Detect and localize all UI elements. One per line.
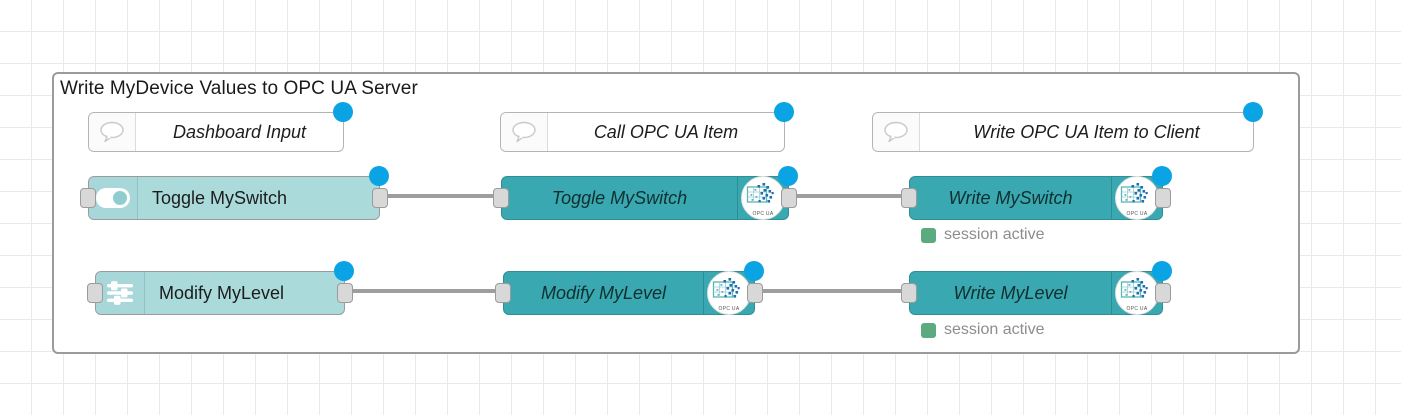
node-body: Write MySwitch <box>910 177 1111 219</box>
opcua-icon: OPC UA <box>707 271 751 315</box>
node-input-port[interactable] <box>901 283 917 303</box>
svg-text:OPC UA: OPC UA <box>1127 211 1148 217</box>
sliders-icon <box>107 281 133 305</box>
svg-text:OPC UA: OPC UA <box>753 211 774 217</box>
toggle-switch-icon <box>96 188 130 208</box>
node-output-port[interactable] <box>1155 283 1171 303</box>
selection-handle-dot[interactable] <box>744 261 764 281</box>
selection-handle-dot[interactable] <box>333 102 353 122</box>
node-icon-cell <box>96 272 145 314</box>
comment-node[interactable]: Write OPC UA Item to Client <box>872 102 1263 152</box>
selection-handle-dot[interactable] <box>778 166 798 186</box>
node-label: Toggle MySwitch <box>551 187 688 208</box>
node-status-badge: session active <box>921 226 1045 244</box>
status-text: session active <box>944 321 1045 338</box>
node-input-port[interactable] <box>495 283 511 303</box>
node-body: Write MyLevel <box>910 272 1111 314</box>
wire-modify-mylevel-input-to-modify-mylevel-call[interactable] <box>350 289 500 293</box>
opcua-icon: OPC UA <box>1115 271 1159 315</box>
comment-node-label: Dashboard Input <box>172 121 307 142</box>
node-input-port[interactable] <box>80 188 96 208</box>
comment-node-body: Dashboard Input <box>136 113 343 151</box>
status-indicator-dot <box>921 227 936 243</box>
node-icon-cell: OPC UA <box>703 271 754 315</box>
status-indicator-dot <box>921 322 936 338</box>
svg-text:OPC UA: OPC UA <box>1127 306 1148 312</box>
svg-text:OPC UA: OPC UA <box>719 306 740 312</box>
comment-node-body: Call OPC UA Item <box>548 113 784 151</box>
selection-handle-dot[interactable] <box>1152 166 1172 186</box>
node-output-port[interactable] <box>337 283 353 303</box>
node-output-port[interactable] <box>781 188 797 208</box>
node-output-port[interactable] <box>747 283 763 303</box>
node-label: Toggle MySwitch <box>152 187 288 208</box>
node-label: Modify MyLevel <box>540 282 667 303</box>
selection-handle-dot[interactable] <box>334 261 354 281</box>
comment-node-icon-cell <box>89 113 136 151</box>
node-label: Write MyLevel <box>953 282 1068 303</box>
selection-handle-dot[interactable] <box>774 102 794 122</box>
node-input-port[interactable] <box>87 283 103 303</box>
node-label: Write MySwitch <box>948 187 1073 208</box>
wire-toggle-myswitch-input-to-toggle-myswitch-call[interactable] <box>385 194 497 198</box>
comment-node-label: Write OPC UA Item to Client <box>973 121 1200 142</box>
flow-node-toggle-myswitch-input[interactable]: Toggle MySwitch <box>80 166 389 220</box>
selection-handle-dot[interactable] <box>369 166 389 186</box>
node-body: Modify MyLevel <box>504 272 703 314</box>
node-status-badge: session active <box>921 321 1045 339</box>
node-label: Modify MyLevel <box>159 282 285 303</box>
comment-icon <box>100 121 124 143</box>
comment-node-icon-cell <box>873 113 920 151</box>
opcua-icon: OPC UA <box>1115 176 1159 220</box>
node-icon-cell: OPC UA <box>1111 176 1162 220</box>
status-text: session active <box>944 226 1045 243</box>
node-body: Toggle MySwitch <box>502 177 737 219</box>
wire-modify-mylevel-call-to-write-mylevel[interactable] <box>759 289 905 293</box>
node-icon-cell <box>89 177 138 219</box>
node-input-port[interactable] <box>493 188 509 208</box>
node-body: Modify MyLevel <box>145 272 344 314</box>
node-output-port[interactable] <box>1155 188 1171 208</box>
comment-node[interactable]: Dashboard Input <box>88 102 353 152</box>
node-icon-cell: OPC UA <box>737 176 788 220</box>
comment-icon <box>512 121 536 143</box>
node-output-port[interactable] <box>372 188 388 208</box>
node-group-title: Write MyDevice Values to OPC UA Server <box>60 78 418 99</box>
comment-node-body: Write OPC UA Item to Client <box>920 113 1253 151</box>
wire-toggle-myswitch-call-to-write-myswitch[interactable] <box>793 194 905 198</box>
opcua-icon: OPC UA <box>741 176 785 220</box>
comment-node[interactable]: Call OPC UA Item <box>500 102 794 152</box>
comment-node-icon-cell <box>501 113 548 151</box>
selection-handle-dot[interactable] <box>1243 102 1263 122</box>
flow-node-modify-mylevel-input[interactable]: Modify MyLevel <box>87 261 354 315</box>
selection-handle-dot[interactable] <box>1152 261 1172 281</box>
node-body: Toggle MySwitch <box>138 177 379 219</box>
node-input-port[interactable] <box>901 188 917 208</box>
comment-node-label: Call OPC UA Item <box>593 121 739 142</box>
comment-icon <box>884 121 908 143</box>
